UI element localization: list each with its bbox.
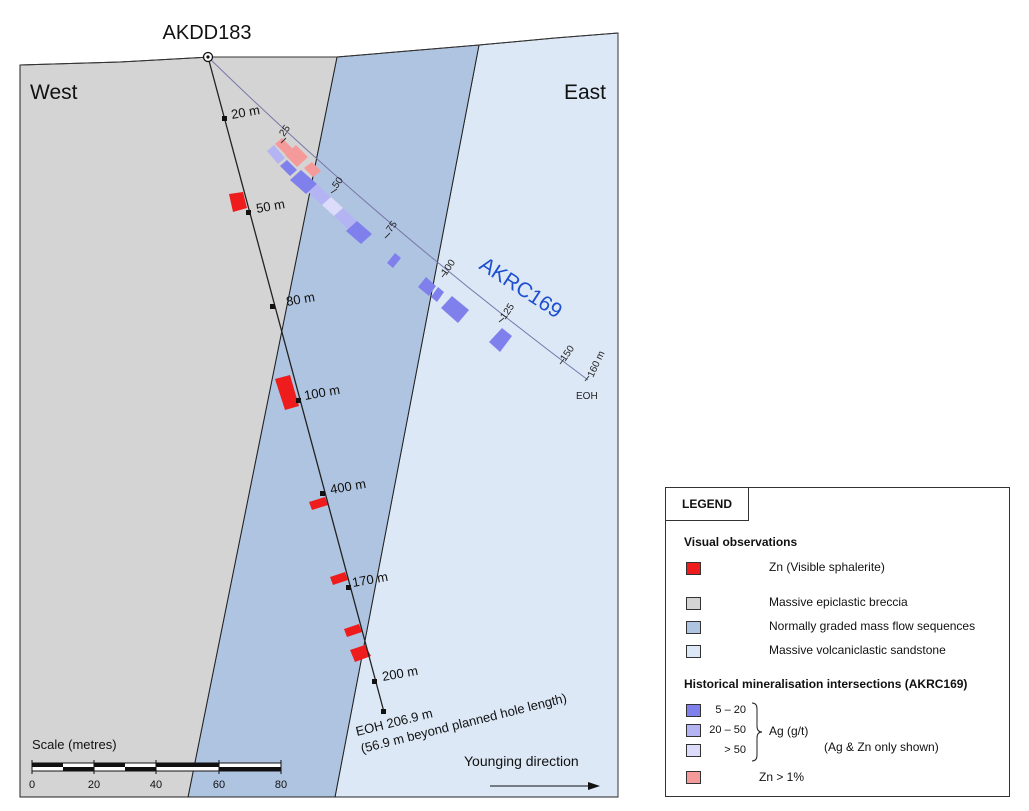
akrc169-interval-ag-gt50 xyxy=(322,197,343,216)
akrc169-interval-ag-5-20 xyxy=(489,328,512,352)
akrc169-eoh-label: EOH xyxy=(576,391,598,402)
akrc169-interval-ag-5-20 xyxy=(441,296,469,323)
akdd183-depth-50m: 50 m xyxy=(255,196,286,216)
legend-swatch-zn-gt1 xyxy=(686,771,701,784)
legend-historical-heading: Historical mineralisation intersections … xyxy=(684,677,968,691)
akrc169-interval-ag-5-20 xyxy=(280,160,297,176)
akdd183-depth-200m: 200 m xyxy=(381,663,419,684)
legend-box: LEGEND Visual observations Zn (Visible s… xyxy=(665,487,1010,797)
scale-tick-80: 80 xyxy=(275,779,287,791)
akrc169-interval-ag-5-20 xyxy=(346,221,372,244)
legend-label-mass-flow: Normally graded mass flow sequences xyxy=(769,619,976,633)
legend-swatch-ag-5-20 xyxy=(686,704,701,717)
scale-tick-20: 20 xyxy=(88,779,100,791)
akrc169-interval-ag-5-20 xyxy=(418,277,436,296)
legend-ag-bracket-icon xyxy=(751,702,763,762)
akdd183-interval-zn xyxy=(229,192,247,212)
legend-label-breccia: Massive epiclastic breccia xyxy=(769,595,908,609)
legend-swatch-breccia xyxy=(686,597,701,610)
legend-label-sandstone: Massive volcaniclastic sandstone xyxy=(769,643,946,657)
akdd183-depth-100m: 100 m xyxy=(303,382,341,403)
legend-swatch-mass-flow xyxy=(686,621,701,634)
akdd183-depth-400m: 400 m xyxy=(329,476,367,497)
legend-label-ag-gt50: > 50 xyxy=(724,744,746,756)
scale-tick-60: 60 xyxy=(213,779,225,791)
akrc169-interval-ag-5-20 xyxy=(431,287,444,302)
scale-tick-40: 40 xyxy=(150,779,162,791)
akrc169-hole-trace xyxy=(207,56,589,381)
cross-section-diagram: 25 50 75 100 125 150 160 m EOH AKRC169 2… xyxy=(19,22,619,798)
scale-tick-labels: 0 20 40 60 80 xyxy=(29,779,287,791)
akdd183-depth-170m: 170 m xyxy=(351,569,389,590)
legend-swatch-sandstone xyxy=(686,645,701,658)
direction-west: West xyxy=(30,81,78,104)
younging-direction-label: Younging direction xyxy=(464,753,579,769)
akdd183-intervals xyxy=(229,192,371,662)
akdd183-depth-markers xyxy=(222,116,386,714)
akrc169-intervals xyxy=(267,138,512,352)
akdd183-hole-name: AKDD183 xyxy=(163,22,252,44)
akdd183-depth-80m: 80 m xyxy=(285,289,316,309)
akdd183-collar-dot xyxy=(206,55,210,59)
legend-label-ag-5-20: 5 – 20 xyxy=(715,704,746,716)
akdd183-interval-zn xyxy=(309,497,328,510)
akrc169-interval-ag-20-50 xyxy=(267,145,285,164)
legend-swatch-zn-visible xyxy=(686,562,701,575)
akrc169-interval-zn-gt1 xyxy=(304,162,321,177)
akrc169-depth-ticks xyxy=(280,137,590,382)
legend-swatch-ag-gt50 xyxy=(686,744,701,757)
akrc169-interval-ag-5-20 xyxy=(387,253,401,268)
legend-label-ag-unit: Ag (g/t) xyxy=(769,724,809,738)
akrc169-interval-zn-gt1 xyxy=(285,145,308,167)
legend-label-zn-gt1: Zn > 1% xyxy=(759,770,805,784)
ground-surface xyxy=(19,32,619,66)
akrc169-interval-ag-5-20 xyxy=(290,170,317,194)
akdd183-interval-zn xyxy=(350,645,371,662)
legend-ag-note: (Ag & Zn only shown) xyxy=(824,740,939,754)
akrc169-interval-ag-20-50 xyxy=(334,208,357,229)
legend-label-zn-visible: Zn (Visible sphalerite) xyxy=(769,560,885,574)
legend-visual-heading: Visual observations xyxy=(684,535,798,549)
legend-label-ag-20-50: 20 – 50 xyxy=(709,724,746,736)
akdd183-depth-labels: 20 m 50 m 80 m 100 m 400 m 170 m 200 m xyxy=(230,102,419,684)
akdd183-hole-trace xyxy=(207,56,385,713)
akdd183-interval-zn xyxy=(344,624,362,637)
scale-title: Scale (metres) xyxy=(32,737,117,752)
scale-tick-0: 0 xyxy=(29,779,35,791)
direction-east: East xyxy=(564,81,606,104)
akdd183-interval-zn xyxy=(275,375,299,410)
legend-title: LEGEND xyxy=(666,488,749,521)
scale-bar xyxy=(31,760,282,774)
legend-swatch-ag-20-50 xyxy=(686,724,701,737)
akrc169-interval-ag-20-50 xyxy=(308,184,331,205)
akdd183-depth-20m: 20 m xyxy=(230,102,261,122)
akdd183-interval-zn xyxy=(330,572,348,585)
younging-arrowhead-icon xyxy=(588,782,600,790)
